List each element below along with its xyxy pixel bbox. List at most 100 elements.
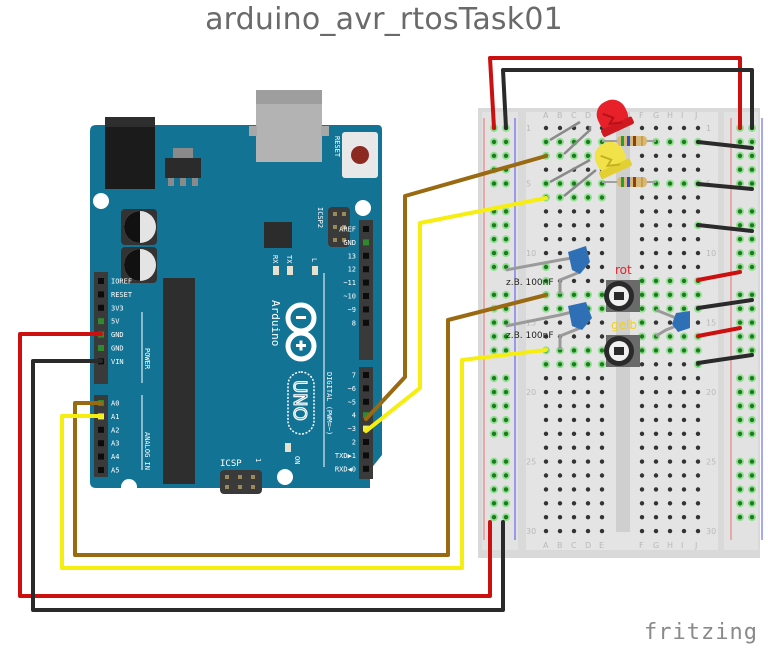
breadboard-hole[interactable] [653,515,659,520]
breadboard-hole[interactable] [585,362,591,367]
breadboard-hole[interactable] [639,487,645,492]
breadboard-hole[interactable] [653,250,659,256]
breadboard-hole[interactable] [571,528,577,534]
breadboard-hole[interactable] [557,181,563,186]
breadboard-hole[interactable] [599,250,605,256]
rail-hole[interactable] [737,389,743,395]
rail-hole[interactable] [503,237,509,242]
rail-hole[interactable] [491,250,497,256]
breadboard-hole[interactable] [543,417,549,423]
header-pin[interactable] [363,412,369,419]
breadboard-hole[interactable] [667,515,673,520]
breadboard-hole[interactable] [571,334,577,339]
breadboard-hole[interactable] [639,515,645,520]
breadboard-hole[interactable] [681,278,687,284]
rail-hole[interactable] [749,431,755,436]
header-pin[interactable] [363,439,369,445]
header-pin[interactable] [363,319,369,326]
rail-hole[interactable] [503,403,509,409]
breadboard-hole[interactable] [571,181,577,186]
rail-hole[interactable] [737,237,743,242]
header-pin[interactable] [363,385,369,392]
breadboard-hole[interactable] [681,515,687,520]
rail-hole[interactable] [737,264,743,270]
rail-hole[interactable] [503,348,509,353]
rail-hole[interactable] [491,487,497,492]
rail-hole[interactable] [749,417,755,423]
wire-black-top-bridge[interactable] [501,68,754,130]
breadboard-hole[interactable] [681,237,687,242]
breadboard-hole[interactable] [639,431,645,436]
rail-hole[interactable] [491,264,497,270]
breadboard-hole[interactable] [639,223,645,228]
breadboard-hole[interactable] [653,153,659,158]
breadboard-hole[interactable] [557,528,563,534]
breadboard-hole[interactable] [681,181,687,186]
breadboard-hole[interactable] [653,195,659,200]
breadboard-hole[interactable] [695,431,701,436]
breadboard-hole[interactable] [571,389,577,395]
rail-hole[interactable] [737,320,743,325]
breadboard-hole[interactable] [667,501,673,506]
header-pin[interactable] [98,453,104,460]
breadboard-hole[interactable] [543,515,549,520]
breadboard-hole[interactable] [667,250,673,256]
breadboard-hole[interactable] [599,445,605,450]
breadboard-hole[interactable] [571,431,577,436]
breadboard-hole[interactable] [667,487,673,492]
rail-hole[interactable] [737,417,743,423]
breadboard-hole[interactable] [571,237,577,242]
breadboard-hole[interactable] [695,209,701,214]
breadboard-hole[interactable] [599,473,605,478]
breadboard-hole[interactable] [639,250,645,256]
breadboard-hole[interactable] [681,223,687,228]
rail-hole[interactable] [749,376,755,381]
breadboard-hole[interactable] [667,153,673,158]
jumper-black[interactable] [696,182,754,191]
breadboard-hole[interactable] [653,487,659,492]
breadboard-hole[interactable] [599,320,605,325]
rail-hole[interactable] [749,306,755,311]
breadboard-hole[interactable] [585,376,591,381]
rail-hole[interactable] [503,487,509,492]
breadboard-hole[interactable] [585,445,591,450]
breadboard-hole[interactable] [667,292,673,297]
breadboard-hole[interactable] [585,223,591,228]
breadboard-hole[interactable] [571,487,577,492]
breadboard-hole[interactable] [557,139,563,145]
breadboard-hole[interactable] [585,195,591,200]
rail-hole[interactable] [503,292,509,297]
breadboard-hole[interactable] [667,195,673,200]
rail-hole[interactable] [749,209,755,214]
breadboard-hole[interactable] [653,473,659,478]
breadboard-hole[interactable] [599,515,605,520]
breadboard-hole[interactable] [667,362,673,367]
breadboard-hole[interactable] [667,376,673,381]
breadboard-hole[interactable] [571,417,577,423]
rail-hole[interactable] [737,515,743,520]
breadboard-hole[interactable] [599,528,605,534]
header-pin[interactable] [363,398,369,405]
rail-hole[interactable] [737,167,743,172]
breadboard-hole[interactable] [557,389,563,395]
breadboard-hole[interactable] [543,139,549,145]
header-pin[interactable] [363,266,369,273]
rail-hole[interactable] [749,181,755,186]
breadboard-hole[interactable] [543,445,549,450]
rail-hole[interactable] [737,306,743,311]
breadboard-hole[interactable] [557,431,563,436]
breadboard-hole[interactable] [585,153,591,158]
breadboard-hole[interactable] [599,417,605,423]
breadboard-hole[interactable] [681,250,687,256]
breadboard-hole[interactable] [695,459,701,464]
rail-hole[interactable] [749,334,755,339]
breadboard-hole[interactable] [599,376,605,381]
breadboard-hole[interactable] [653,125,659,131]
breadboard-hole[interactable] [695,376,701,381]
header-pin[interactable] [363,226,369,232]
breadboard-hole[interactable] [557,403,563,409]
header-pin[interactable] [98,278,104,284]
rail-hole[interactable] [737,487,743,492]
breadboard-hole[interactable] [585,209,591,214]
rail-hole[interactable] [503,181,509,186]
